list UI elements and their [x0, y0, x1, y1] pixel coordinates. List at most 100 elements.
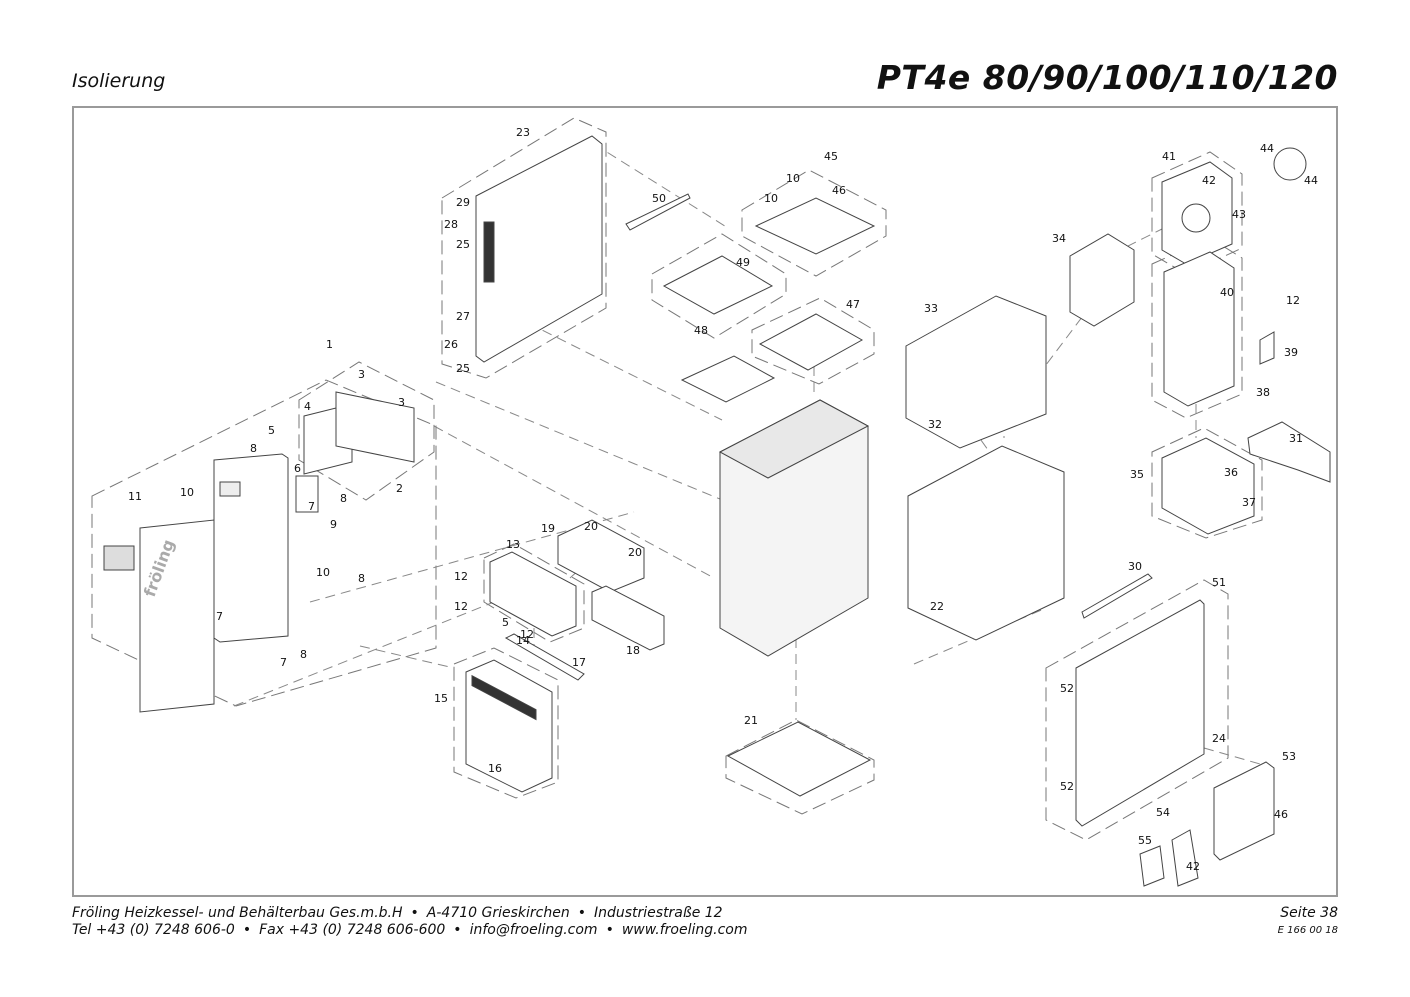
group-outline-back-top — [1151, 151, 1243, 275]
part-54 — [1171, 829, 1199, 887]
callout-29: 29 — [456, 196, 470, 209]
callout-12c: 12 — [520, 628, 534, 641]
block-19 — [557, 519, 645, 593]
callout-23: 23 — [516, 126, 530, 139]
callout-27: 27 — [456, 310, 470, 323]
callout-28: 28 — [444, 218, 458, 231]
callout-4: 4 — [304, 400, 311, 413]
callout-12a: 12 — [454, 570, 468, 583]
callout-26: 26 — [444, 338, 458, 351]
group-outline-front-door — [91, 379, 437, 707]
callout-45: 45 — [824, 150, 838, 163]
grille-16 — [471, 674, 537, 721]
callout-8a: 8 — [250, 442, 257, 455]
vent-grille — [483, 221, 495, 283]
footer-fax: Fax +43 (0) 7248 606-600 — [259, 922, 446, 938]
callout-31: 31 — [1289, 432, 1303, 445]
callout-7b: 7 — [216, 610, 223, 623]
callout-17: 17 — [572, 656, 586, 669]
footer-street: Industriestraße 12 — [593, 905, 723, 921]
callout-44b: 44 — [1304, 174, 1318, 187]
callout-41: 41 — [1162, 150, 1176, 163]
group-outline-side-panel-51 — [1045, 579, 1229, 841]
callout-7a: 7 — [308, 500, 315, 513]
side-panel-51 — [1075, 599, 1205, 827]
exploded-view-diagram: fröling 12334556777888891010101011121212… — [91, 117, 1331, 887]
group-outline-base — [725, 719, 875, 815]
callout-9: 9 — [330, 518, 337, 531]
plate-39 — [1259, 331, 1275, 365]
callout-52b: 52 — [1060, 780, 1074, 793]
callout-32: 32 — [928, 418, 942, 431]
footer-email[interactable]: info@froeling.com — [469, 922, 598, 938]
callout-13: 13 — [506, 538, 520, 551]
callout-8b: 8 — [340, 492, 347, 505]
callout-2: 2 — [396, 482, 403, 495]
callout-34: 34 — [1052, 232, 1066, 245]
group-outline-top-lid — [298, 361, 435, 501]
footer-web[interactable]: www.froeling.com — [621, 922, 748, 938]
footer-company: Fröling Heizkessel- und Behälterbau Ges.… — [72, 905, 403, 921]
group-outline-back-low — [1151, 427, 1263, 539]
lid-2 — [335, 391, 415, 463]
callout-20a: 20 — [584, 520, 598, 533]
footer-tel: Tel +43 (0) 7248 606-0 — [72, 922, 235, 938]
cover-47 — [758, 313, 864, 371]
callout-14: 14 — [516, 634, 530, 647]
callout-30: 30 — [1128, 560, 1142, 573]
callout-20b: 20 — [628, 546, 642, 559]
callout-46a: 46 — [832, 184, 846, 197]
callout-10a: 10 — [180, 486, 194, 499]
callout-1: 1 — [326, 338, 333, 351]
display-module — [103, 545, 135, 571]
callout-16: 16 — [488, 762, 502, 775]
model-title: PT4e 80/90/100/110/120 — [876, 58, 1338, 97]
callout-54: 54 — [1156, 806, 1170, 819]
angle-31 — [1247, 421, 1331, 483]
callout-35: 35 — [1130, 468, 1144, 481]
side-panel-23 — [475, 135, 603, 363]
callout-3a: 3 — [358, 368, 365, 381]
callout-49: 49 — [736, 256, 750, 269]
footer-line-2: Tel +43 (0) 7248 606-0•Fax +43 (0) 7248 … — [72, 922, 748, 938]
group-outline-side-panel — [441, 117, 607, 379]
flue-opening — [1181, 203, 1211, 233]
callout-12d: 12 — [1286, 294, 1300, 307]
callout-3b: 3 — [398, 396, 405, 409]
door-handle — [219, 481, 241, 497]
callout-11: 11 — [128, 490, 142, 503]
footer-line-1: Fröling Heizkessel- und Behälterbau Ges.… — [72, 905, 723, 921]
callout-8c: 8 — [300, 648, 307, 661]
callout-18: 18 — [626, 644, 640, 657]
insulation-22 — [907, 445, 1065, 641]
callout-37: 37 — [1242, 496, 1256, 509]
base-21 — [726, 721, 872, 797]
callout-55: 55 — [1138, 834, 1152, 847]
control-unit — [680, 355, 776, 403]
callout-10b: 10 — [786, 172, 800, 185]
callout-5b: 5 — [502, 616, 509, 629]
cover-48 — [662, 255, 774, 315]
callout-25b: 25 — [456, 362, 470, 375]
part-6 — [295, 475, 319, 513]
callout-44a: 44 — [1260, 142, 1274, 155]
cover-45 — [754, 197, 876, 255]
callout-labels: 1233455677788889101010101112121212131415… — [128, 126, 1318, 873]
group-outline-cover-47 — [751, 297, 875, 385]
panel-53 — [1213, 761, 1275, 861]
callout-12b: 12 — [454, 600, 468, 613]
footer-address: A-4710 Grieskirchen — [426, 905, 570, 921]
callout-6: 6 — [294, 462, 301, 475]
strip-17 — [504, 633, 585, 681]
strip-50 — [625, 193, 691, 231]
callout-10c: 10 — [764, 192, 778, 205]
callout-39: 39 — [1284, 346, 1298, 359]
bracket-34 — [1069, 233, 1135, 327]
callout-36: 36 — [1224, 466, 1238, 479]
callout-10d: 10 — [316, 566, 330, 579]
insulation-33 — [905, 295, 1047, 449]
callout-46b: 46 — [1274, 808, 1288, 821]
page-number: Seite 38 — [1280, 905, 1338, 921]
callout-38: 38 — [1256, 386, 1270, 399]
callout-43: 43 — [1232, 208, 1246, 221]
